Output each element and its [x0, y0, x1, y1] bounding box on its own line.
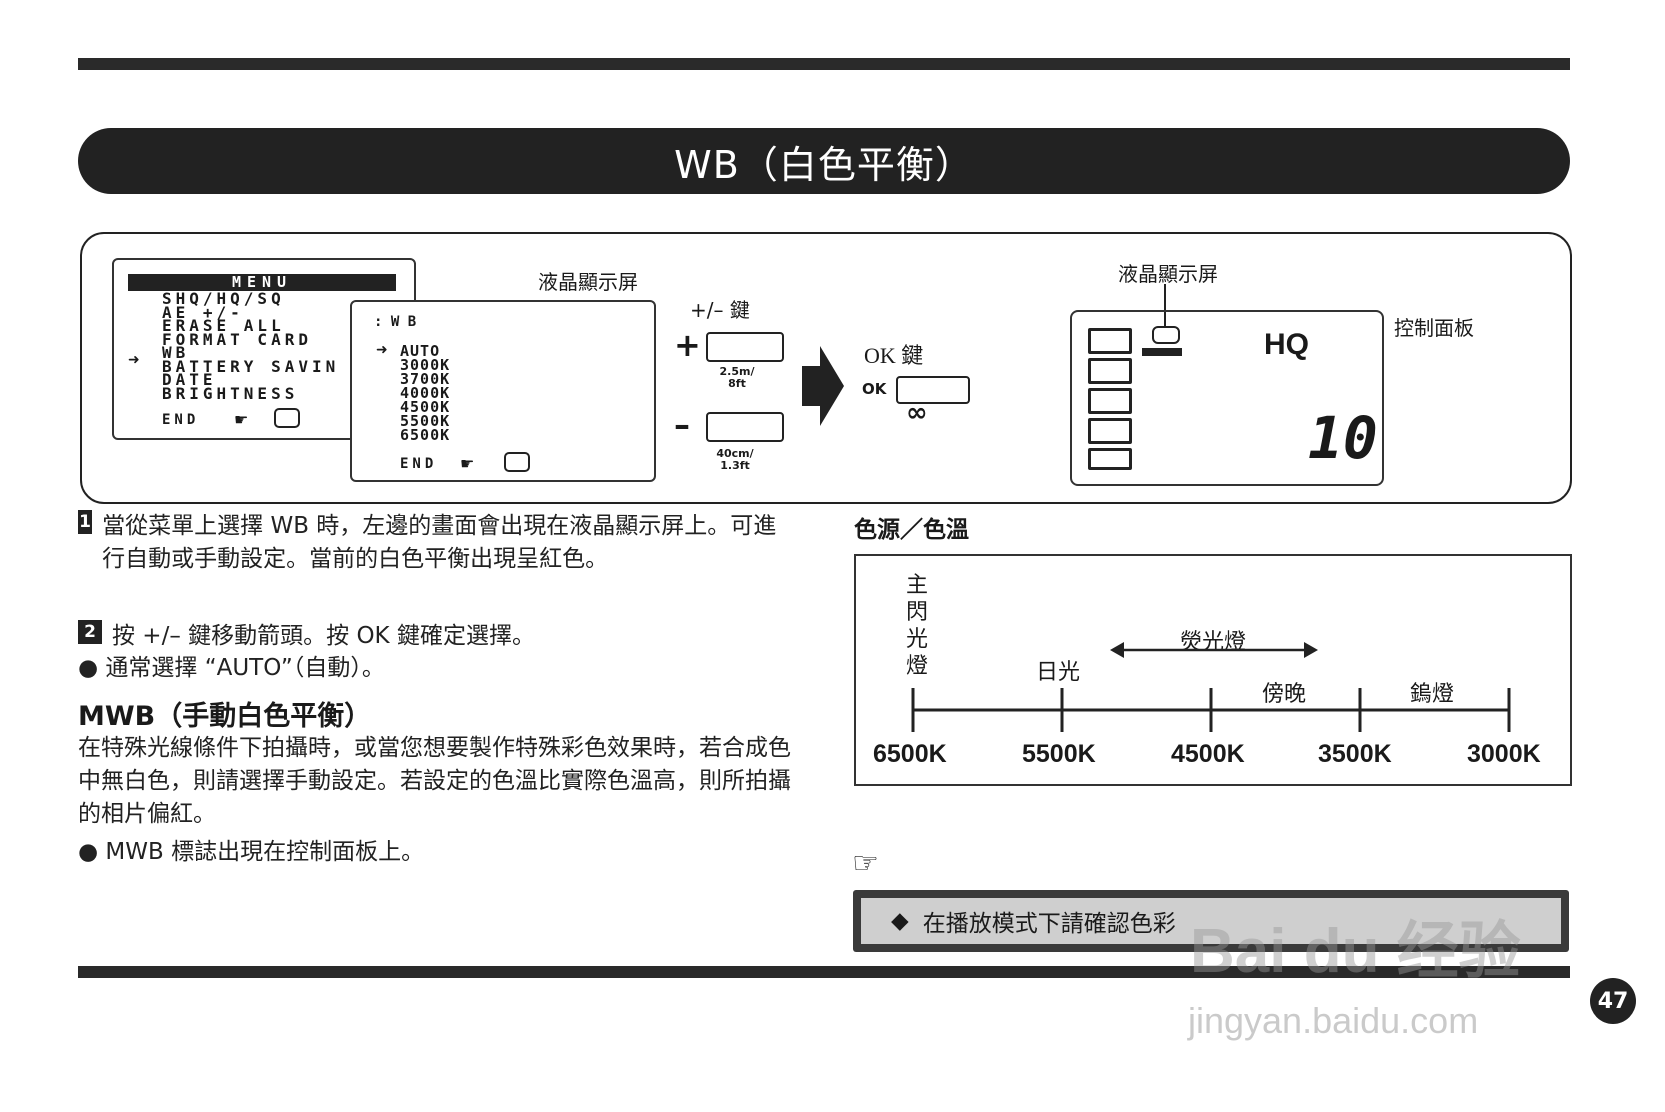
pointing-hand-icon: ☛	[234, 410, 249, 429]
menu-button-icon	[504, 452, 530, 472]
pointing-hand-icon: ☛	[460, 454, 475, 473]
battery-segment	[1088, 358, 1132, 384]
right-arrow-icon	[802, 346, 844, 426]
source-dusk: 傍晚	[1262, 682, 1307, 707]
plus-distance: 2.5m/ 8ft	[719, 365, 755, 390]
mwb-paragraph: 在特殊光線條件下拍攝時，或當您想要製作特殊彩色效果時，若合成色中無白色，則請選擇…	[78, 735, 791, 827]
wb-option: 3700K	[400, 370, 451, 388]
ok-text: OK	[862, 380, 887, 398]
minus-key[interactable]	[706, 412, 784, 442]
infinity-icon: ∞	[906, 398, 928, 428]
control-panel-label: 控制面板	[1394, 316, 1474, 340]
bottom-rule	[78, 966, 1570, 978]
frame-counter: 10	[1308, 404, 1378, 472]
menu-item: ERASE ALL	[162, 316, 285, 335]
wb-option: 4500K	[400, 398, 451, 416]
quality-indicator: HQ	[1264, 328, 1309, 361]
lcd-label-right: 液晶顯示屏	[1118, 262, 1218, 286]
diagram-panel	[80, 232, 1572, 504]
card-icon	[1152, 326, 1180, 344]
minus-distance: 40cm/ 1.3ft	[716, 447, 754, 472]
note-box: ◆ 在播放模式下請確認色彩	[853, 890, 1569, 952]
fluorescent-range-arrow-icon	[1110, 642, 1318, 658]
wb-option: 4000K	[400, 384, 451, 402]
watermark-url: jingyan.baidu.com	[1188, 1000, 1479, 1041]
tick-label: 4500K	[1171, 740, 1245, 768]
menu-item: BATTERY SAVIN	[162, 356, 340, 376]
wb-screen: : W B ➜ AUTO 3000K 3700K 4000K 4500K 550…	[350, 300, 656, 482]
plus-minus-key-label: +/– 鍵	[690, 298, 750, 322]
color-temp-heading: 色源／色溫	[854, 517, 969, 543]
wb-option: 3000K	[400, 356, 451, 374]
menu-item: WB	[162, 343, 190, 362]
wb-option: 5500K	[400, 412, 451, 430]
note-text: 在播放模式下請確認色彩	[922, 911, 1176, 937]
ok-key[interactable]	[896, 376, 970, 404]
watermark-brand: Bai du 经验	[1190, 917, 1521, 986]
battery-segment	[1088, 418, 1132, 444]
tick-label: 5500K	[1022, 740, 1096, 768]
source-tungsten: 鎢燈	[1410, 682, 1455, 707]
bullet-auto: ● 通常選擇 “AUTO”（自動）。	[78, 655, 385, 681]
wb-option: AUTO	[400, 342, 441, 360]
temperature-axis	[911, 688, 1511, 732]
step-1: 1 當從菜單上選擇 WB 時，左邊的畫面會出現在液晶顯示屏上。可進行自動或手動設…	[78, 510, 798, 576]
plus-key[interactable]	[706, 332, 784, 362]
step-text: 按 +/– 鍵移動箭頭。按 OK 鍵確定選擇。	[112, 623, 535, 649]
tick-label: 3000K	[1467, 740, 1541, 768]
control-panel-lcd: HQ 10	[1070, 310, 1384, 486]
wb-end-label: END	[400, 456, 438, 472]
wb-screen-title: : W B	[374, 314, 417, 330]
menu-button-icon	[274, 408, 300, 428]
bullet-mwb: ● MWB 標誌出現在控制面板上。	[78, 839, 425, 865]
plus-sign: +	[674, 326, 701, 364]
bullet-icon: ●	[78, 839, 106, 865]
signal-bars-icon	[1142, 348, 1182, 356]
battery-segment	[1088, 388, 1132, 414]
menu-item: BRIGHTNESS	[162, 383, 299, 403]
step-number: 2	[78, 620, 102, 644]
battery-segment	[1088, 328, 1132, 354]
menu-end-label: END	[162, 412, 200, 428]
menu-item: FORMAT CARD	[162, 329, 312, 349]
leader-line	[1164, 284, 1166, 326]
source-daylight: 日光	[1036, 660, 1081, 685]
wb-options: AUTO 3000K 3700K 4000K 4500K 5500K 6500K	[400, 342, 451, 444]
lcd-label-left: 液晶顯示屏	[538, 270, 638, 294]
diamond-icon: ◆	[891, 908, 909, 934]
color-temp-scale	[854, 554, 1572, 786]
ok-key-label: OK 鍵	[864, 343, 924, 368]
battery-segment	[1088, 448, 1132, 470]
source-flash: 主閃光燈	[906, 573, 929, 679]
mwb-heading: MWB（手動白色平衡）	[78, 701, 372, 732]
page-number: 47	[1590, 978, 1636, 1024]
bullet-icon: ●	[78, 655, 106, 681]
menu-item: AE +/-	[162, 302, 244, 322]
menu-item: DATE	[162, 370, 217, 389]
wb-selection-arrow-icon: ➜	[376, 342, 388, 358]
note-content: ◆ 在播放模式下請確認色彩	[861, 898, 1561, 944]
top-rule	[78, 58, 1570, 70]
step-2: 2 按 +/– 鍵移動箭頭。按 OK 鍵確定選擇。	[78, 620, 798, 653]
step-text: 當從菜單上選擇 WB 時，左邊的畫面會出現在液晶顯示屏上。可進行自動或手動設定。…	[102, 513, 777, 572]
menu-title: MENU	[128, 274, 396, 291]
step-number: 1	[78, 510, 93, 534]
menu-selection-arrow-icon: ➜	[128, 352, 140, 368]
minus-sign: –	[674, 406, 690, 444]
wb-option: 6500K	[400, 426, 451, 444]
page-title: WB（白色平衡）	[78, 128, 1570, 194]
menu-item: SHQ/HQ/SQ	[162, 289, 285, 308]
pointing-hand-icon: ☞	[852, 846, 879, 881]
menu-list: SHQ/HQ/SQ AE +/- ERASE ALL FORMAT CARD W…	[162, 289, 340, 403]
tick-label: 3500K	[1318, 740, 1392, 768]
tick-label: 6500K	[873, 740, 947, 768]
